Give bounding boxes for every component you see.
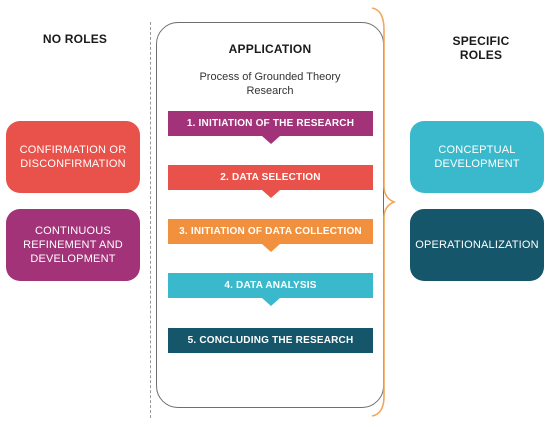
- step-1-arrow: [261, 136, 280, 144]
- step-4-arrow: [261, 298, 280, 306]
- specific-roles-heading: SPECIFIC ROLES: [452, 34, 510, 62]
- confirmation-box: CONFIRMATION OR DISCONFIRMATION: [6, 121, 140, 193]
- step-5: 5. CONCLUDING THE RESEARCH: [168, 328, 373, 353]
- process-subtitle: Process of Grounded Theory Research: [199, 71, 341, 97]
- step-2-label: 2. DATA SELECTION: [220, 172, 321, 183]
- no-roles-heading: NO ROLES: [42, 32, 108, 46]
- curly-brace-icon: [371, 7, 397, 417]
- step-1: 1. INITIATION OF THE RESEARCH: [168, 111, 373, 144]
- confirmation-label: CONFIRMATION OR DISCONFIRMATION: [19, 144, 127, 170]
- conceptual-development-label: CONCEPTUAL DEVELOPMENT: [434, 144, 520, 170]
- application-heading: APPLICATION: [228, 42, 312, 56]
- refinement-label: CONTINUOUS REFINEMENT AND DEVELOPMENT: [23, 225, 123, 265]
- step-4: 4. DATA ANALYSIS: [168, 273, 373, 306]
- conceptual-development-box: CONCEPTUAL DEVELOPMENT: [410, 121, 544, 193]
- operationalization-label: OPERATIONALIZATION: [415, 239, 539, 251]
- step-2-arrow: [261, 190, 280, 198]
- step-1-label: 1. INITIATION OF THE RESEARCH: [186, 118, 355, 129]
- operationalization-box: OPERATIONALIZATION: [410, 209, 544, 281]
- refinement-box: CONTINUOUS REFINEMENT AND DEVELOPMENT: [6, 209, 140, 281]
- step-4-label: 4. DATA ANALYSIS: [224, 280, 317, 291]
- step-2: 2. DATA SELECTION: [168, 165, 373, 198]
- step-3-label: 3. INITIATION OF DATA COLLECTION: [179, 226, 362, 237]
- dashed-divider: [150, 22, 151, 418]
- step-5-label: 5. CONCLUDING THE RESEARCH: [187, 335, 354, 346]
- step-3: 3. INITIATION OF DATA COLLECTION: [168, 219, 373, 252]
- step-3-arrow: [261, 244, 280, 252]
